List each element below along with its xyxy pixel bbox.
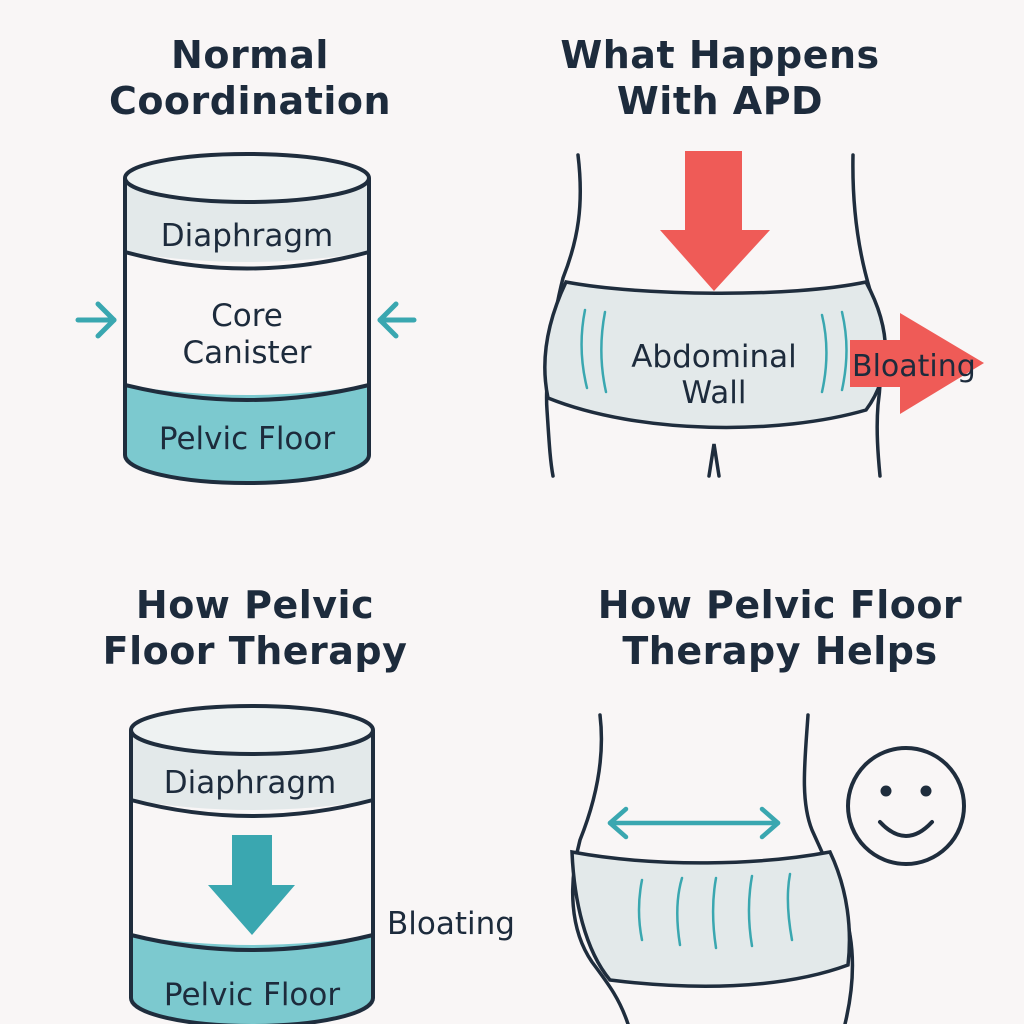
title-line: How Pelvic — [135, 583, 375, 627]
down-arrow-icon — [660, 151, 770, 291]
canister-top — [129, 704, 375, 756]
title-line: What Happens — [560, 33, 880, 77]
abdominal-wall-band: Abdominal Wall — [543, 280, 888, 430]
normal-canister: Diaphragm Core Canister Pelvic Floor — [123, 152, 371, 485]
pelvic-floor-band — [125, 385, 369, 483]
canister-top — [123, 152, 371, 204]
inward-arrow-icon — [377, 301, 417, 339]
title-line: Normal — [171, 33, 329, 77]
abdominal-label: Abdominal — [631, 339, 797, 375]
bloating-label: Bloating — [852, 349, 976, 384]
abdominal-wall-band — [570, 849, 852, 988]
inward-arrow-icon — [75, 301, 117, 339]
title-line: Coordination — [108, 79, 392, 123]
therapy-canister: Diaphragm Pelvic Floor — [129, 704, 375, 1024]
canister-label: Canister — [182, 335, 311, 371]
diaphragm-label: Diaphragm — [164, 765, 336, 801]
title-how-therapy: How Pelvic Floor Therapy — [60, 582, 450, 674]
wall-label: Wall — [682, 375, 747, 411]
pelvic-floor-label: Pelvic Floor — [164, 977, 341, 1013]
diaphragm-label: Diaphragm — [161, 218, 333, 254]
divider-line — [124, 250, 370, 271]
title-line: With APD — [616, 79, 824, 123]
divider-line — [130, 798, 374, 818]
title-line: How Pelvic Floor — [597, 583, 963, 627]
title-therapy-helps: How Pelvic Floor Therapy Helps — [560, 582, 1000, 674]
canister-body — [129, 730, 375, 1024]
pelvic-floor-label: Pelvic Floor — [159, 421, 336, 457]
title-line: Floor Therapy — [102, 629, 408, 673]
core-label: Core — [211, 298, 283, 334]
bloating-label: Bloating — [387, 906, 515, 942]
divider-line — [124, 383, 370, 402]
double-arrow-icon — [607, 806, 781, 840]
down-arrow-icon — [208, 835, 295, 935]
title-normal-coordination: Normal Coordination — [60, 32, 440, 124]
smiley-face-icon — [846, 746, 966, 866]
canister-body — [123, 178, 371, 485]
divider-line — [130, 933, 374, 952]
right-arrow-icon — [850, 313, 984, 414]
title-line: Therapy Helps — [622, 629, 938, 673]
title-what-happens-apd: What Happens With APD — [530, 32, 910, 124]
pelvic-floor-band — [131, 935, 373, 1024]
